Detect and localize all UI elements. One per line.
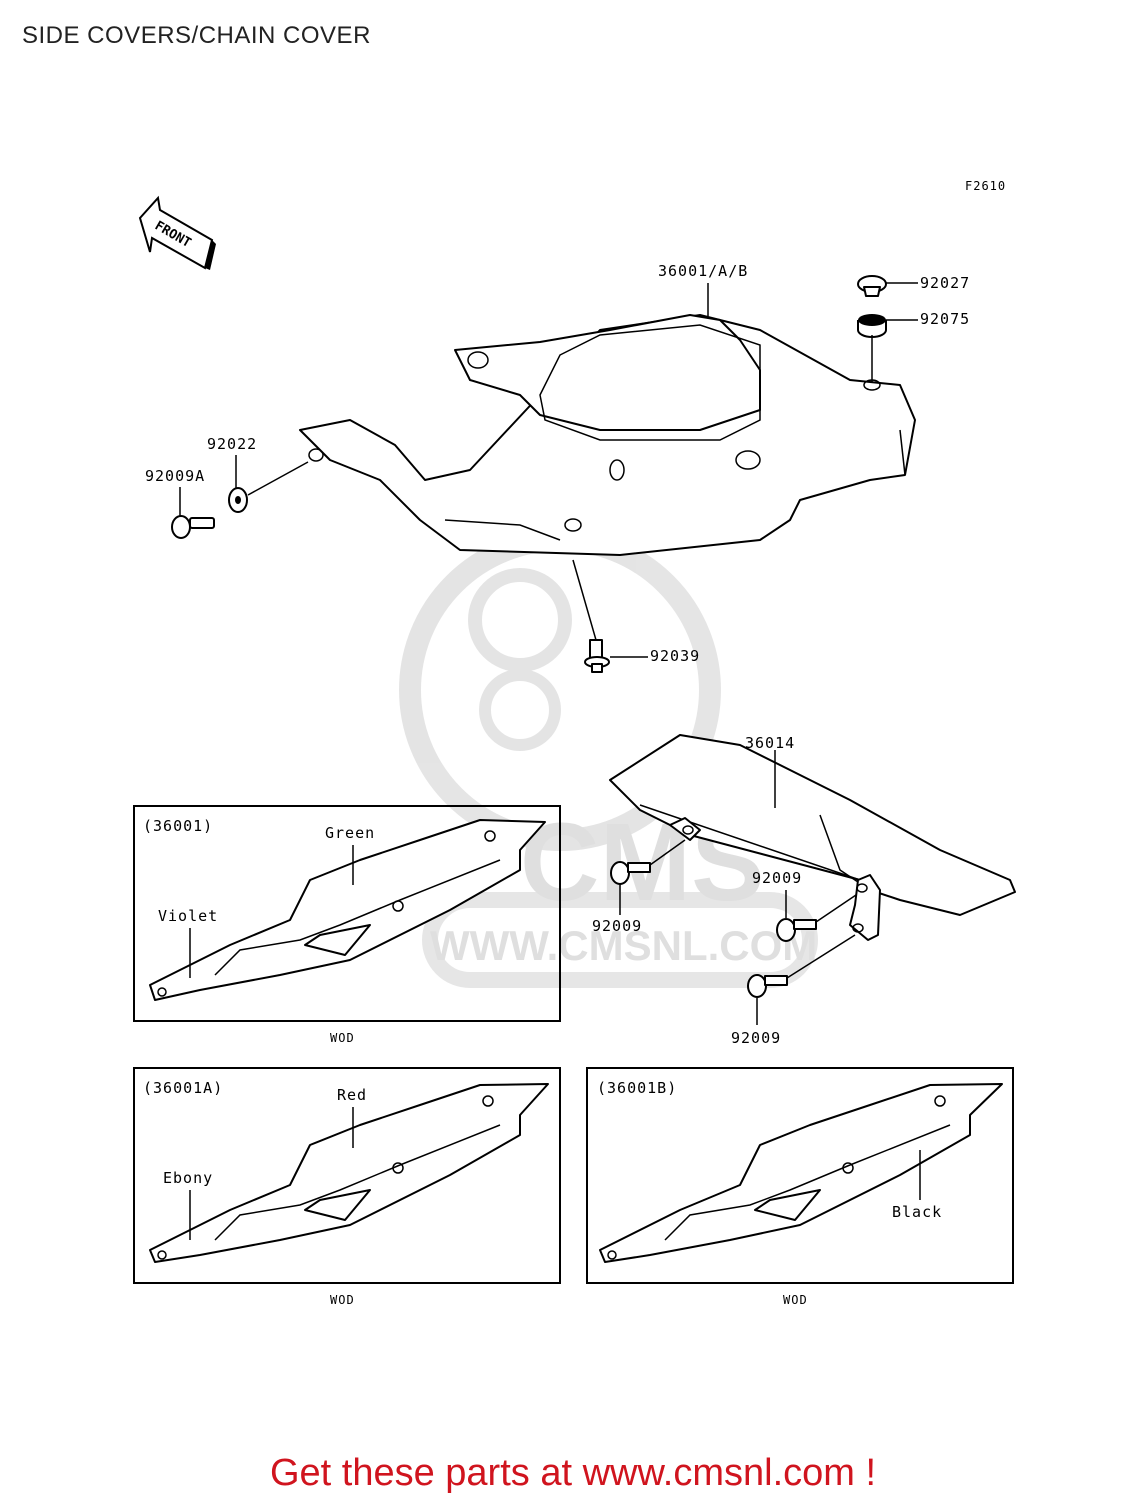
label-36001ab: 36001/A/B [658,262,748,280]
washer-icon-92022 [228,487,248,513]
color-green: Green [325,824,375,842]
page-title: SIDE COVERS/CHAIN COVER [22,22,371,49]
color-red: Red [337,1086,367,1104]
front-arrow-icon: FRONT [138,195,216,270]
side-cover-assembly [299,314,916,556]
variant-box-36001b: (36001B) Black [586,1067,1014,1284]
variant-note-36001b: WOD [783,1293,808,1307]
parts-diagram: CMS WWW.CMSNL.COM F2610 FRONT 36001/A/B … [133,179,1016,1307]
variant-note-36001: WOD [330,1031,355,1045]
screw-icon-92009a [171,515,215,539]
color-violet: Violet [158,907,218,925]
variant-box-36001a: (36001A) Red Ebony [133,1067,561,1284]
promo-link-text[interactable]: Get these parts at www.cmsnl.com ! [269,1452,877,1494]
figure-code: F2610 [965,179,1006,193]
label-92075: 92075 [920,310,970,328]
variant-note-36001a: WOD [330,1293,355,1307]
bolt-icon-92009-mid [776,918,817,942]
watermark-url: WWW.CMSNL.COM [430,922,817,969]
label-92009-left: 92009 [592,917,642,935]
label-92009a: 92009A [145,467,205,485]
color-black: Black [892,1203,942,1221]
clip-icon-92039 [584,639,610,673]
grommet-icon-92075 [857,314,887,338]
cap-icon-92027 [857,275,887,297]
label-92009-mid: 92009 [752,869,802,887]
label-92009-bottom: 92009 [731,1029,781,1047]
chain-cover [609,734,1016,941]
variant-code-36001b: (36001B) [597,1079,677,1097]
bolt-icon-92009-bottom [747,974,788,998]
label-92039: 92039 [650,647,700,665]
color-ebony: Ebony [163,1169,213,1187]
label-92022: 92022 [207,435,257,453]
variant-code-36001: (36001) [143,817,213,835]
label-92027: 92027 [920,274,970,292]
variant-code-36001a: (36001A) [143,1079,223,1097]
label-36014: 36014 [745,734,795,752]
variant-box-36001: (36001) Green Violet [133,805,561,1022]
